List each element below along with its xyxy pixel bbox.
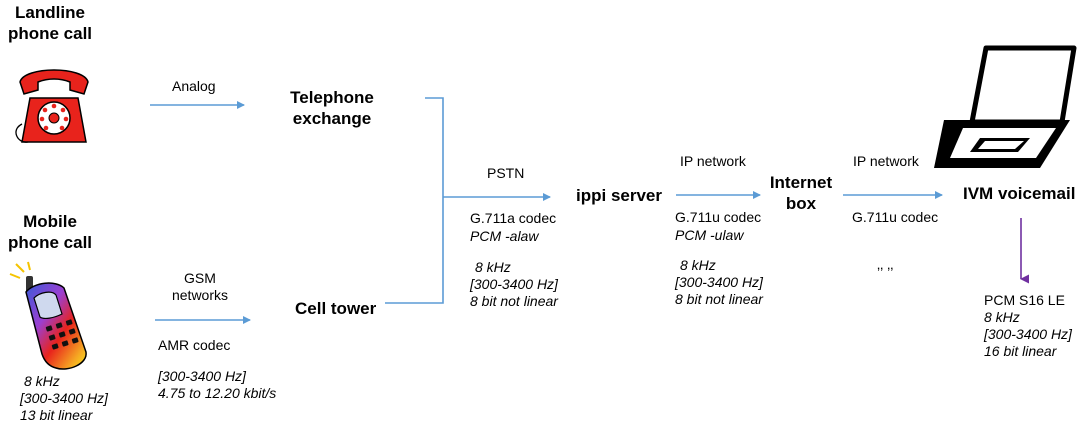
- amr-spec-1: 4.75 to 12.20 kbit/s: [158, 385, 277, 402]
- internet-box-node: Internet box: [758, 173, 844, 214]
- ip-network-label-1: IP network: [680, 153, 746, 169]
- g711a-spec-0: 8 kHz: [475, 259, 511, 275]
- rotary-phone-icon: [15, 69, 89, 143]
- ippi-server-node: ippi server: [576, 186, 662, 205]
- pcm-spec-0: 8 kHz: [984, 309, 1020, 325]
- tower-connector: [385, 197, 444, 304]
- pstn-label: PSTN: [487, 165, 525, 181]
- mobile-spec-2: 13 bit linear: [20, 407, 93, 424]
- g711u-sub-1: PCM -ulaw: [675, 227, 744, 243]
- pcm-spec-2: 16 bit linear: [984, 343, 1057, 360]
- ditto-marks: ‚‚ ‚‚: [877, 256, 894, 272]
- g711u-codec-2: G.711u codec: [852, 209, 939, 225]
- telephone-exchange-node: Telephone exchange: [272, 88, 392, 129]
- ivm-voicemail-node: IVM voicemail: [963, 184, 1076, 203]
- mobile-label-line1: Mobile: [23, 212, 77, 231]
- mobile-label-line2: phone call: [7, 232, 93, 252]
- telephone-exchange-line2: exchange: [292, 108, 372, 128]
- g711u-specs-1: 8 kHz [300-3400 Hz] 8 bit not linear: [675, 257, 763, 308]
- g711a-sub: PCM -alaw: [470, 228, 539, 244]
- g711a-codec: G.711a codec: [470, 210, 557, 226]
- pcm-spec-1: [300-3400 Hz]: [984, 326, 1072, 343]
- exchange-connector: [425, 97, 444, 197]
- ip-network-label-2: IP network: [853, 153, 919, 169]
- mobile-specs: 8 kHz [300-3400 Hz] 13 bit linear: [20, 373, 108, 424]
- telephone-exchange-line1: Telephone: [290, 88, 374, 107]
- pcm-specs: 8 kHz [300-3400 Hz] 16 bit linear: [984, 309, 1072, 360]
- landline-label: Landline phone call: [4, 3, 96, 44]
- gsm-label-line1: GSM: [184, 270, 216, 286]
- g711a-spec-2: 8 bit not linear: [470, 293, 558, 310]
- pcm-codec: PCM S16 LE: [984, 292, 1065, 308]
- mobile-spec-0: 8 kHz: [24, 373, 60, 389]
- laptop-icon: [934, 45, 1077, 168]
- internet-box-line2: box: [785, 193, 817, 213]
- g711u-spec-1: [300-3400 Hz]: [675, 274, 763, 291]
- g711a-specs: 8 kHz [300-3400 Hz] 8 bit not linear: [470, 259, 558, 310]
- analog-label: Analog: [172, 78, 216, 94]
- g711u-spec-2: 8 bit not linear: [675, 291, 763, 308]
- landline-label-line2: phone call: [7, 23, 93, 43]
- amr-spec-0: [300-3400 Hz]: [158, 368, 246, 384]
- g711a-spec-1: [300-3400 Hz]: [470, 276, 558, 293]
- amr-specs: [300-3400 Hz] 4.75 to 12.20 kbit/s: [158, 368, 276, 402]
- g711u-spec-0: 8 kHz: [680, 257, 716, 273]
- gsm-label-line2: networks: [171, 287, 229, 304]
- g711u-codec-1: G.711u codec: [675, 209, 762, 225]
- mobile-spec-1: [300-3400 Hz]: [20, 390, 108, 407]
- cell-tower-node: Cell tower: [295, 299, 377, 318]
- mobile-phone-icon: [9, 261, 87, 370]
- amr-codec-label: AMR codec: [158, 337, 231, 353]
- internet-box-line1: Internet: [769, 173, 833, 192]
- landline-label-line1: Landline: [15, 3, 85, 22]
- gsm-label: GSM networks: [160, 270, 240, 304]
- mobile-label: Mobile phone call: [4, 212, 96, 253]
